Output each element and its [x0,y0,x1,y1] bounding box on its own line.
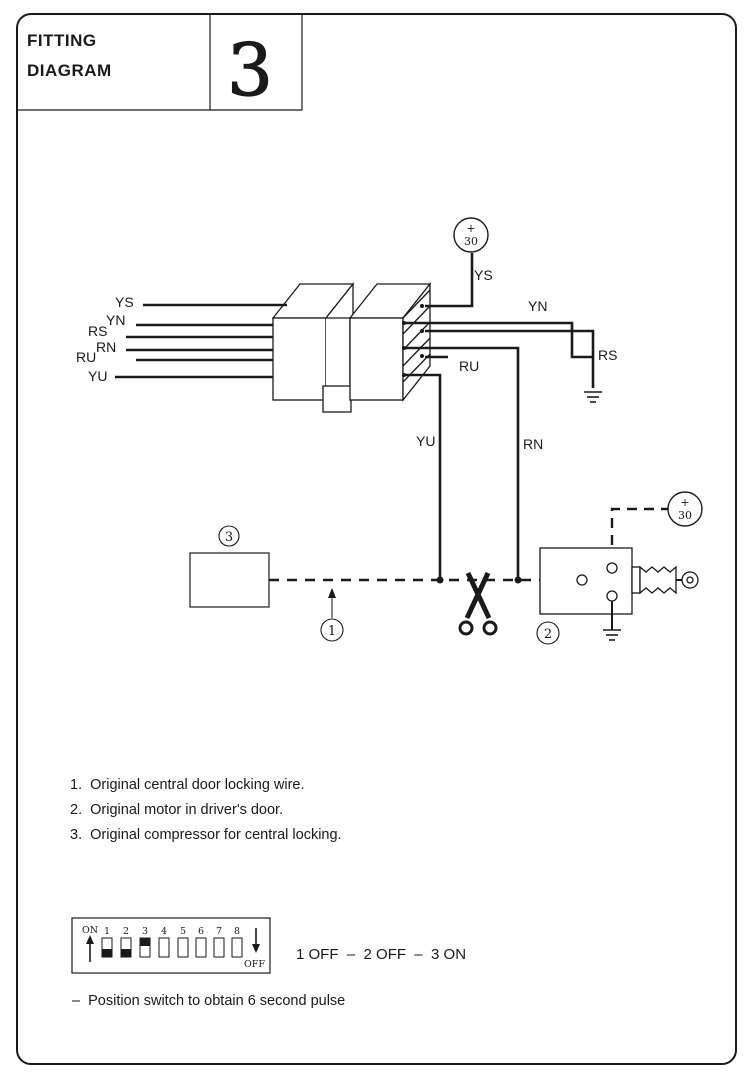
svg-text:30: 30 [678,509,692,522]
legend-notes: 1. Original central door locking wire. 2… [70,775,342,850]
title-line-1: FITTING [27,31,97,50]
dip-off-label: OFF [244,959,265,970]
right-wire-labels: YS YN RS RU YU RN [416,267,617,452]
svg-text:3: 3 [225,530,233,545]
dip-toggles [101,937,243,958]
legend-number: 1. [70,777,83,793]
legend-text: Original central door locking wire. [90,777,305,793]
page-frame [16,13,737,1065]
right-output-wires [405,253,595,580]
wire-label-yu-right: YU [416,433,435,449]
wire-label-ys-right: YS [474,267,493,283]
svg-text:30: 30 [464,235,478,248]
legend-text: Original compressor for central locking. [90,827,342,843]
svg-text:2: 2 [123,926,129,937]
page-number: 3 [227,28,273,112]
svg-text:3: 3 [142,926,148,937]
original-locking-wire [269,507,668,582]
wire-label-rs-right: RS [598,347,617,363]
dip-on-label: ON [82,925,98,936]
wire-label-ru-right: RU [459,358,479,374]
callout-2: 2 [536,621,560,645]
legend-text: Original motor in driver's door. [90,802,284,818]
svg-text:2: 2 [544,627,552,642]
left-input-wires [115,303,287,379]
dip-toggle-5 [177,937,189,958]
ground-symbol-connector [584,391,602,403]
wire-label-yn-right: YN [528,298,547,314]
svg-text:7: 7 [216,926,222,937]
dip-toggle-knobs [102,938,150,957]
wire-label-rs-left: RS [88,323,107,339]
dip-toggle-7 [213,937,225,958]
legend-number: 2. [70,802,83,818]
svg-text:6: 6 [198,926,204,937]
ground-symbol-motor [603,629,621,641]
svg-text:+: + [680,496,689,509]
wire-label-rn-left: RN [96,339,116,355]
scissors-icon [458,571,498,636]
power-terminal-motor: + 30 [667,491,703,527]
dip-switch: ON OFF 1 2 3 4 5 6 7 8 [71,917,271,974]
door-motor [539,547,699,630]
dip-switch-instruction: – Position switch to obtain 6 second pul… [72,993,346,1009]
svg-text:5: 5 [180,926,186,937]
wire-label-ru-left: RU [76,349,96,365]
wire-junctions [436,576,522,584]
svg-text:8: 8 [234,926,240,937]
dip-toggle-4 [158,937,170,958]
dip-numbers: 1 2 3 4 5 6 7 8 [104,926,240,937]
title-block-border [17,14,303,111]
svg-text:+: + [466,222,475,235]
dip-toggle-6 [195,937,207,958]
compressor-box [189,552,270,608]
power-terminal-top: + 30 [453,217,489,253]
callout-1: 1 [320,588,344,642]
left-wire-labels: YS YN RS RN RU YU [76,294,134,384]
dip-toggle-8 [231,937,243,958]
connector-block [271,282,432,413]
legend-item: 3. Original compressor for central locki… [70,825,342,850]
svg-text:4: 4 [161,926,167,937]
svg-text:1: 1 [328,624,336,639]
legend-item: 2. Original motor in driver's door. [70,800,342,825]
legend-item: 1. Original central door locking wire. [70,775,342,800]
wire-label-rn-right: RN [523,436,543,452]
wire-label-ys-left: YS [115,294,134,310]
legend-number: 3. [70,827,83,843]
svg-text:1: 1 [104,926,110,937]
callout-3: 3 [218,525,240,547]
title-line-2: DIAGRAM [27,61,112,80]
dip-switch-settings: 1 OFF – 2 OFF – 3 ON [296,946,467,963]
wire-label-yu-left: YU [88,368,107,384]
wire-label-yn-left: YN [106,312,125,328]
